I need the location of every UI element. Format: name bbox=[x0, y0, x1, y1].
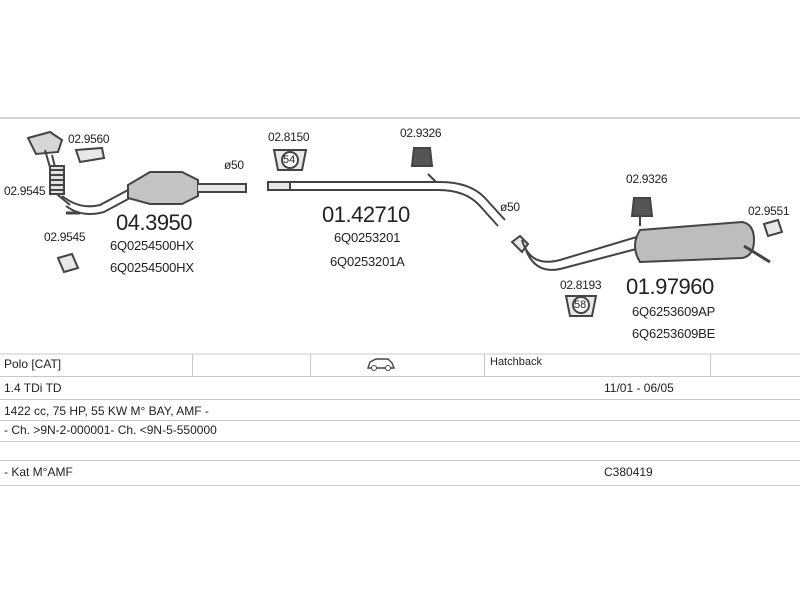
rear-section bbox=[510, 197, 784, 317]
table-row-empty bbox=[0, 442, 800, 461]
part-number-hanger-mid: 02.8150 bbox=[268, 130, 310, 144]
body-type: Hatchback bbox=[490, 356, 542, 368]
middle-pipe-bottom bbox=[290, 189, 499, 227]
engine: 1.4 TDi TD bbox=[4, 381, 62, 395]
flex-bellows bbox=[49, 165, 65, 195]
part-number-hanger-rear: 02.9326 bbox=[626, 172, 668, 186]
hanger-icon-rear bbox=[630, 197, 654, 217]
table-row-engine: 1.4 TDi TD 11/01 - 06/05 bbox=[0, 377, 800, 400]
part-number-hanger-rear-low: 02.8193 bbox=[560, 278, 602, 292]
table-row-spec: 1422 cc, 75 HP, 55 KW M° BAY, AMF - bbox=[0, 400, 800, 421]
pipe-diameter-1: ø50 bbox=[224, 158, 244, 172]
cat-outlet-pipe bbox=[198, 183, 247, 193]
catalog-code: C380419 bbox=[604, 465, 653, 479]
part-number-clamp-lower: 02.9545 bbox=[44, 230, 86, 244]
front-pipe-2 bbox=[61, 189, 129, 208]
middle-pipe-top bbox=[290, 181, 506, 221]
front-flange bbox=[26, 130, 64, 156]
rear-pipe-top bbox=[521, 235, 641, 263]
production-date: 11/01 - 06/05 bbox=[604, 381, 674, 395]
gasket-icon bbox=[74, 146, 106, 164]
middle-oem-number-2: 6Q0253201A bbox=[330, 254, 405, 269]
rear-oem-number-2: 6Q6253609BE bbox=[632, 326, 716, 341]
pipe-diameter-2: ø50 bbox=[500, 200, 520, 214]
cat-oem-number-2: 6Q0254500HX bbox=[110, 260, 194, 275]
front-section bbox=[26, 130, 247, 274]
rear-oem-number-1: 6Q6253609AP bbox=[632, 304, 716, 319]
clamp-icon-lower bbox=[56, 252, 80, 274]
vehicle-model: Polo [CAT] bbox=[4, 357, 62, 371]
middle-part-number: 01.42710 bbox=[322, 202, 410, 227]
car-body-icon bbox=[366, 356, 396, 375]
hanger-icon-mid-right bbox=[410, 147, 434, 167]
kat-note: - Kat M°AMF bbox=[4, 465, 73, 479]
chassis-range: - Ch. >9N-2-000001- Ch. <9N-5-550000 bbox=[4, 423, 217, 437]
table-row-chassis: - Ch. >9N-2-000001- Ch. <9N-5-550000 bbox=[0, 421, 800, 442]
clamp-icon-rear bbox=[762, 218, 784, 238]
rear-muffler bbox=[634, 220, 756, 264]
table-row-model: Polo [CAT] Hatchback bbox=[0, 354, 800, 377]
hanger-mid-size: 54 bbox=[283, 154, 296, 166]
rear-part-number: 01.97960 bbox=[626, 274, 714, 299]
hanger-rear-low-size: 58 bbox=[574, 299, 587, 311]
catalytic-converter bbox=[127, 171, 199, 205]
middle-oem-number-1: 6Q0253201 bbox=[334, 230, 401, 245]
part-number-hanger-mid-right: 02.9326 bbox=[400, 126, 442, 140]
middle-section bbox=[267, 147, 506, 227]
table-row-kat: - Kat M°AMF C380419 bbox=[0, 461, 800, 486]
cat-part-number: 04.3950 bbox=[116, 210, 193, 235]
part-number-clamp-rear: 02.9551 bbox=[748, 204, 790, 218]
part-number-gasket: 02.9560 bbox=[68, 132, 110, 146]
part-number-clamp-upper: 02.9545 bbox=[4, 184, 46, 198]
cat-oem-number-1: 6Q0254500HX bbox=[110, 238, 194, 253]
engine-spec: 1422 cc, 75 HP, 55 KW M° BAY, AMF - bbox=[4, 404, 209, 418]
